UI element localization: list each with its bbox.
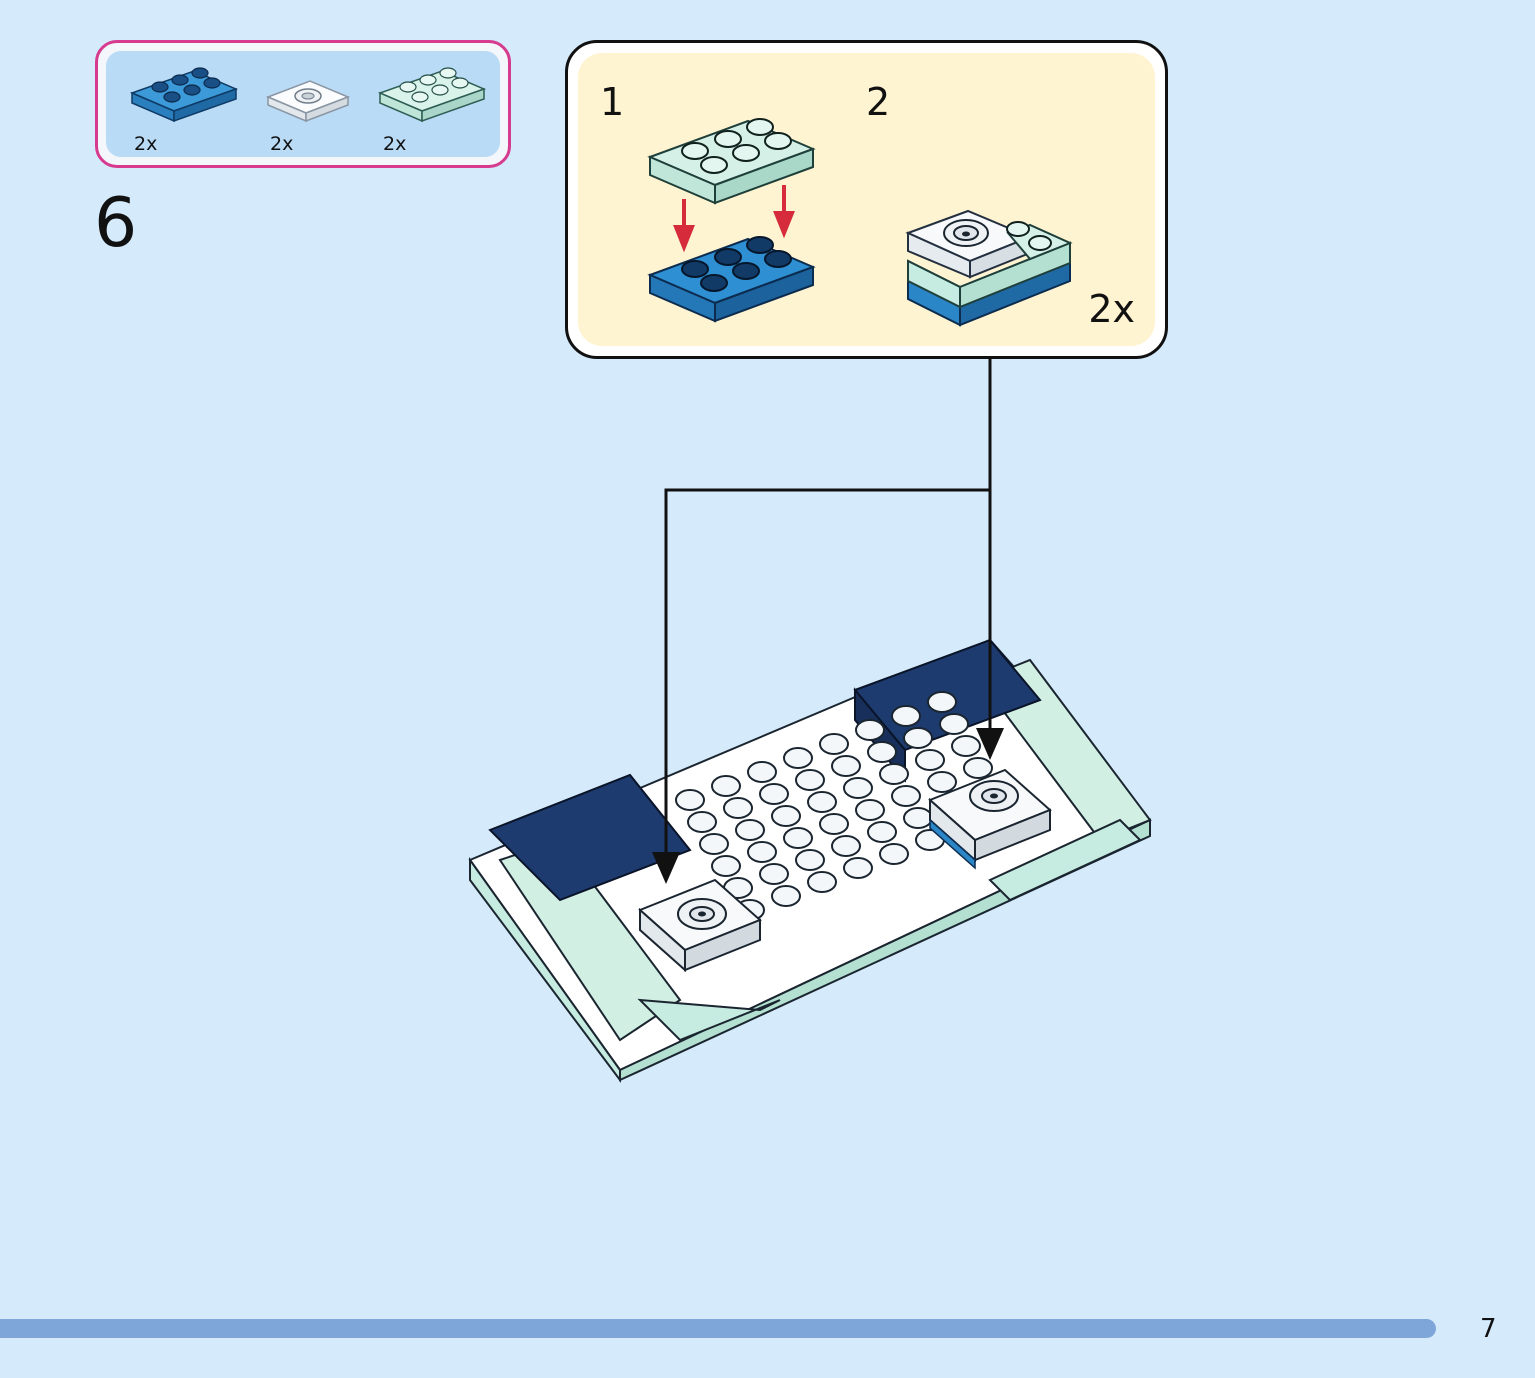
stud xyxy=(819,813,849,835)
page-number: 7 xyxy=(1480,1314,1497,1344)
stud xyxy=(855,799,885,821)
stud xyxy=(723,797,753,819)
placed-jumper-left xyxy=(638,878,762,973)
stud xyxy=(927,771,957,793)
stud xyxy=(771,885,801,907)
blue-plate-icon xyxy=(647,236,816,323)
stud xyxy=(807,791,837,813)
stud xyxy=(747,761,777,783)
part-qty-mint-plate: 2x xyxy=(383,133,407,155)
stud xyxy=(759,783,789,805)
blue-2x3-plate-icon xyxy=(129,67,239,123)
parts-icons xyxy=(129,67,487,123)
stud xyxy=(807,871,837,893)
stud xyxy=(855,719,885,741)
stud xyxy=(891,705,921,727)
stud xyxy=(795,849,825,871)
stud xyxy=(951,735,981,757)
placement-arrowheads xyxy=(652,728,1004,884)
step-number: 6 xyxy=(94,184,138,263)
part-qty-blue-plate: 2x xyxy=(134,133,158,155)
stud xyxy=(747,841,777,863)
white-jumper-plate-icon xyxy=(265,80,351,123)
stud xyxy=(819,733,849,755)
red-assembly-arrows xyxy=(673,185,795,253)
stud xyxy=(783,827,813,849)
stud xyxy=(939,713,969,735)
stud xyxy=(759,863,789,885)
stud xyxy=(879,763,909,785)
stud xyxy=(735,819,765,841)
page-progress-bar xyxy=(0,1319,1436,1338)
stud xyxy=(903,727,933,749)
stud xyxy=(891,785,921,807)
stud xyxy=(711,855,741,877)
stud xyxy=(831,755,861,777)
parts-callout-inner: 2x 2x 2x xyxy=(106,51,500,157)
stud xyxy=(867,741,897,763)
stud xyxy=(771,805,801,827)
stud xyxy=(687,811,717,833)
parts-callout: 2x 2x 2x xyxy=(95,40,511,168)
mint-2x3-plate-icon xyxy=(377,67,487,123)
stud xyxy=(879,843,909,865)
subassembly-drawing xyxy=(647,118,1073,327)
main-model-drawing xyxy=(468,359,1152,1083)
subassembly-callout-inner: 1 2 xyxy=(578,53,1155,346)
stud xyxy=(783,747,813,769)
stud xyxy=(831,835,861,857)
subassembly-callout: 1 2 xyxy=(565,40,1168,359)
stud xyxy=(843,857,873,879)
substep-2-number: 2 xyxy=(866,80,891,124)
stud xyxy=(903,807,933,829)
subassembly-quantity: 2x xyxy=(1088,287,1135,331)
stud xyxy=(867,821,897,843)
stud xyxy=(699,833,729,855)
stud xyxy=(675,789,705,811)
stud xyxy=(963,757,993,779)
stud xyxy=(711,775,741,797)
callout-connector-lines xyxy=(664,359,992,860)
placed-jumper-right xyxy=(928,768,1052,870)
stud xyxy=(927,691,957,713)
stud xyxy=(843,777,873,799)
mint-plate-icon xyxy=(647,118,816,205)
stacked-subassembly-icon xyxy=(905,209,1073,327)
part-qty-white-jumper: 2x xyxy=(270,133,294,155)
stud xyxy=(795,769,825,791)
stud xyxy=(915,749,945,771)
substep-1-number: 1 xyxy=(600,80,625,124)
